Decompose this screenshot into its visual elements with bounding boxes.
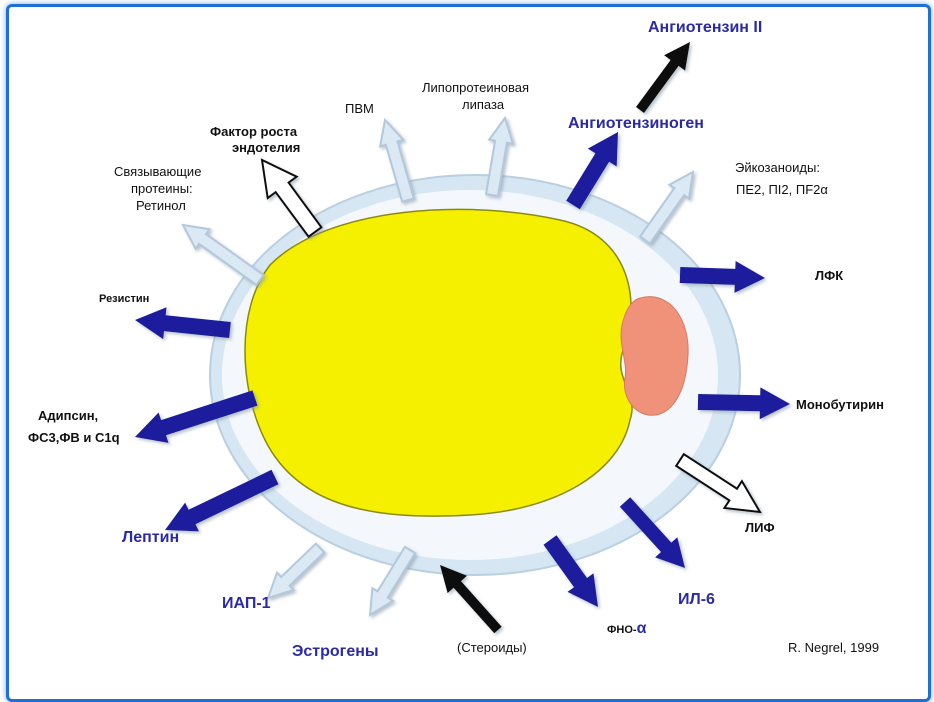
label-credit: R. Negrel, 1999 xyxy=(788,640,879,655)
label-tnf-alpha: α xyxy=(637,620,647,637)
arrow-tnf xyxy=(543,535,598,607)
label-lif: ЛИФ xyxy=(745,520,775,535)
label-steroids: (Стероиды) xyxy=(457,640,527,655)
arrow-adipsin xyxy=(135,390,258,443)
label-lipoprotein-lipase-1: Липопротеиновая xyxy=(422,80,529,95)
arrow-il6 xyxy=(619,497,685,568)
label-iap1: ИАП-1 xyxy=(222,595,271,612)
arrow-lif xyxy=(674,452,762,514)
arrow-lipoprotein-lipase xyxy=(484,115,515,198)
label-growth-factor-1: Фактор роста xyxy=(210,124,298,139)
arrow-monobutyrin xyxy=(697,387,790,420)
label-adipsin-2: ФС3,ФВ и С1q xyxy=(28,430,120,445)
arrow-resistin xyxy=(135,307,231,340)
label-estrogens: Эстрогены xyxy=(292,643,379,660)
label-binding-proteins-3: Ретинол xyxy=(136,198,186,213)
arrow-steroids xyxy=(440,565,502,634)
label-angiotensinogen: Ангиотензиноген xyxy=(568,115,704,132)
label-pvm: ПВМ xyxy=(345,101,374,116)
arrow-iap1 xyxy=(266,542,326,600)
arrow-angiotensinogen xyxy=(566,132,618,210)
arrow-eicosanoids xyxy=(638,170,695,245)
label-lipoprotein-lipase-2: липаза xyxy=(462,97,505,112)
label-tnf: ФНО-α xyxy=(607,620,647,637)
label-il6: ИЛ-6 xyxy=(678,591,715,608)
label-eicosanoids-1: Эйкозаноиды: xyxy=(735,160,820,175)
nucleus xyxy=(620,296,689,416)
arrow-angiotensin-2 xyxy=(636,42,690,113)
label-lfk: ЛФК xyxy=(815,268,843,283)
arrow-pvm xyxy=(378,117,416,203)
label-adipsin-1: Адипсин, xyxy=(38,408,98,423)
label-binding-proteins-2: протеины: xyxy=(131,181,193,196)
label-angiotensin-2: Ангиотензин II xyxy=(648,19,762,36)
label-resistin: Резистин xyxy=(99,293,149,305)
label-eicosanoids-2: ПЕ2, ПI2, ПF2α xyxy=(736,182,828,197)
label-leptin: Лептин xyxy=(122,529,179,546)
label-monobutyrin: Монобутирин xyxy=(796,397,884,412)
lipid-droplet xyxy=(244,208,633,517)
arrow-leptin xyxy=(165,469,279,532)
arrow-lfk xyxy=(679,261,765,293)
arrow-estrogens xyxy=(368,545,417,617)
arrow-binding-proteins xyxy=(181,223,265,287)
arrow-growth-factor xyxy=(260,158,323,239)
label-binding-proteins-1: Связывающие xyxy=(114,164,201,179)
label-growth-factor-2: эндотелия xyxy=(232,140,300,155)
